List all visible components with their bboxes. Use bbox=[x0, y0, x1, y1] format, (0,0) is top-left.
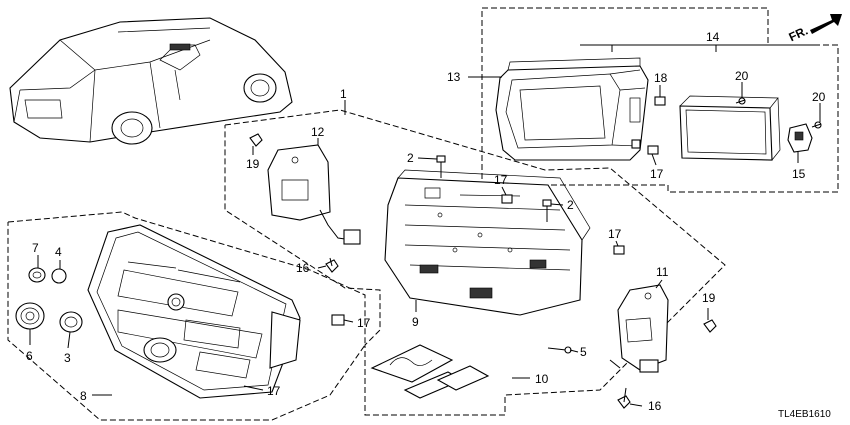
callout-1: 1 bbox=[340, 87, 347, 101]
documents bbox=[370, 344, 490, 399]
clip-18 bbox=[654, 96, 666, 106]
callout-16b: 16 bbox=[648, 399, 662, 413]
diagram-code: TL4EB1610 bbox=[778, 409, 831, 420]
callout-17b: 17 bbox=[608, 227, 622, 241]
callout-12: 12 bbox=[311, 125, 325, 139]
bracket-right bbox=[609, 284, 669, 373]
callout-15: 15 bbox=[792, 167, 806, 181]
callout-7: 7 bbox=[32, 241, 39, 255]
audio-unit-group-border bbox=[224, 109, 726, 416]
arrow-icon bbox=[810, 14, 842, 34]
screw-20a bbox=[735, 97, 746, 105]
callout-8: 8 bbox=[80, 389, 87, 403]
leader-lines bbox=[29, 44, 821, 407]
clip-17c bbox=[331, 314, 345, 326]
clip-17-display bbox=[647, 145, 659, 155]
bolt-19b bbox=[703, 319, 717, 333]
callout-19a: 19 bbox=[246, 157, 260, 171]
callout-4: 4 bbox=[55, 245, 62, 259]
screw-20b bbox=[811, 121, 822, 129]
callout-13: 13 bbox=[447, 70, 461, 84]
fr-label: FR. bbox=[787, 23, 810, 44]
front-direction-arrow: FR. bbox=[787, 14, 842, 44]
control-panel bbox=[87, 224, 301, 399]
bolt-16a bbox=[325, 257, 339, 273]
clip-17b bbox=[613, 245, 625, 255]
callout-5: 5 bbox=[580, 345, 587, 359]
bracket-left bbox=[267, 144, 361, 245]
callout-17c: 17 bbox=[357, 316, 371, 330]
screw-2a bbox=[436, 155, 446, 178]
display-screen bbox=[679, 95, 813, 161]
callouts: 1 2 2 3 4 5 6 7 8 9 10 11 12 13 14 15 16… bbox=[26, 30, 831, 420]
callout-20a: 20 bbox=[735, 69, 749, 83]
screw-2b bbox=[542, 199, 552, 222]
callout-19b: 19 bbox=[702, 291, 716, 305]
bolt-16b bbox=[617, 387, 631, 409]
callout-18: 18 bbox=[654, 71, 668, 85]
callout-20b: 20 bbox=[812, 90, 826, 104]
callout-6: 6 bbox=[26, 349, 33, 363]
callout-11: 11 bbox=[656, 265, 669, 279]
knob-4 bbox=[51, 268, 67, 284]
callout-14: 14 bbox=[706, 30, 720, 44]
callout-17d: 17 bbox=[267, 384, 281, 398]
callout-2a: 2 bbox=[407, 151, 414, 165]
knob-6 bbox=[15, 302, 45, 330]
screw-5 bbox=[547, 346, 572, 354]
knob-3 bbox=[59, 311, 83, 333]
clip-17a bbox=[501, 194, 513, 204]
vehicle-locator bbox=[9, 17, 293, 145]
audio-unit bbox=[384, 169, 591, 316]
knob-7 bbox=[28, 267, 46, 283]
callout-9: 9 bbox=[412, 315, 419, 329]
callout-17a: 17 bbox=[494, 173, 508, 187]
bolt-19a bbox=[249, 133, 263, 147]
panel-group-border bbox=[7, 211, 366, 421]
callout-2b: 2 bbox=[567, 198, 574, 212]
callout-17e: 17 bbox=[650, 167, 664, 181]
callout-10: 10 bbox=[535, 372, 549, 386]
callout-16a: 16 bbox=[296, 261, 310, 275]
display-housing bbox=[495, 57, 649, 161]
callout-3: 3 bbox=[64, 351, 71, 365]
